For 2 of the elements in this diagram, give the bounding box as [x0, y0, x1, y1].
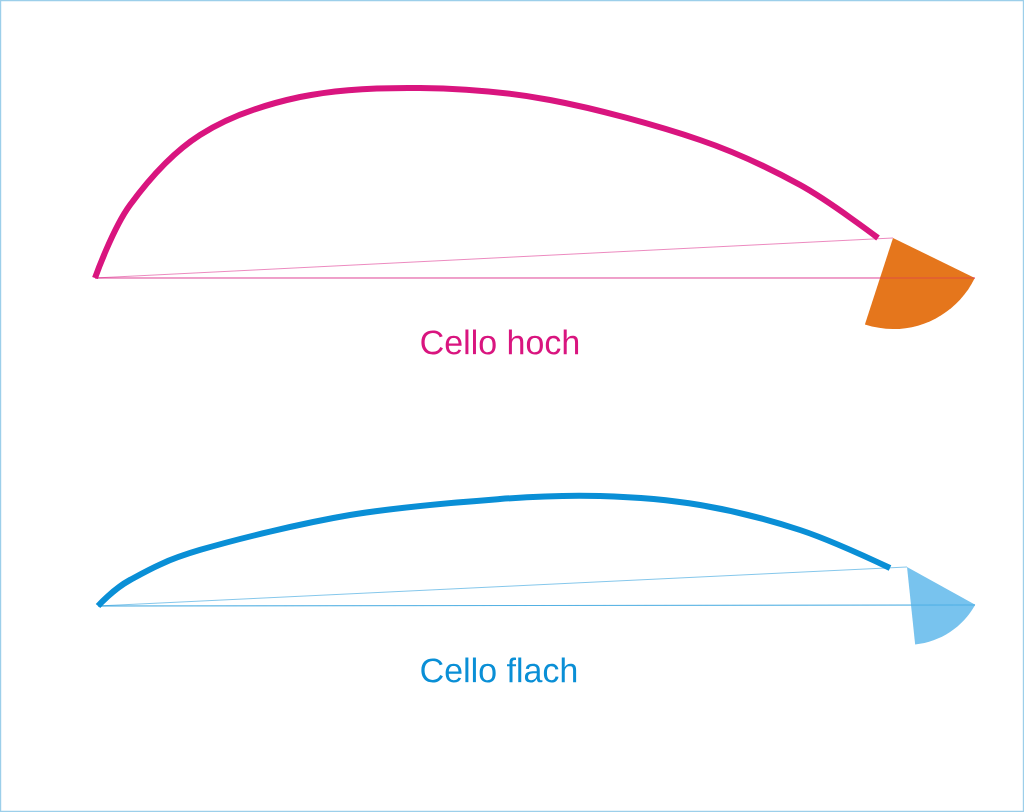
bow-label: Cello hoch — [421, 329, 579, 355]
bow-label: Cello flach — [421, 657, 577, 683]
